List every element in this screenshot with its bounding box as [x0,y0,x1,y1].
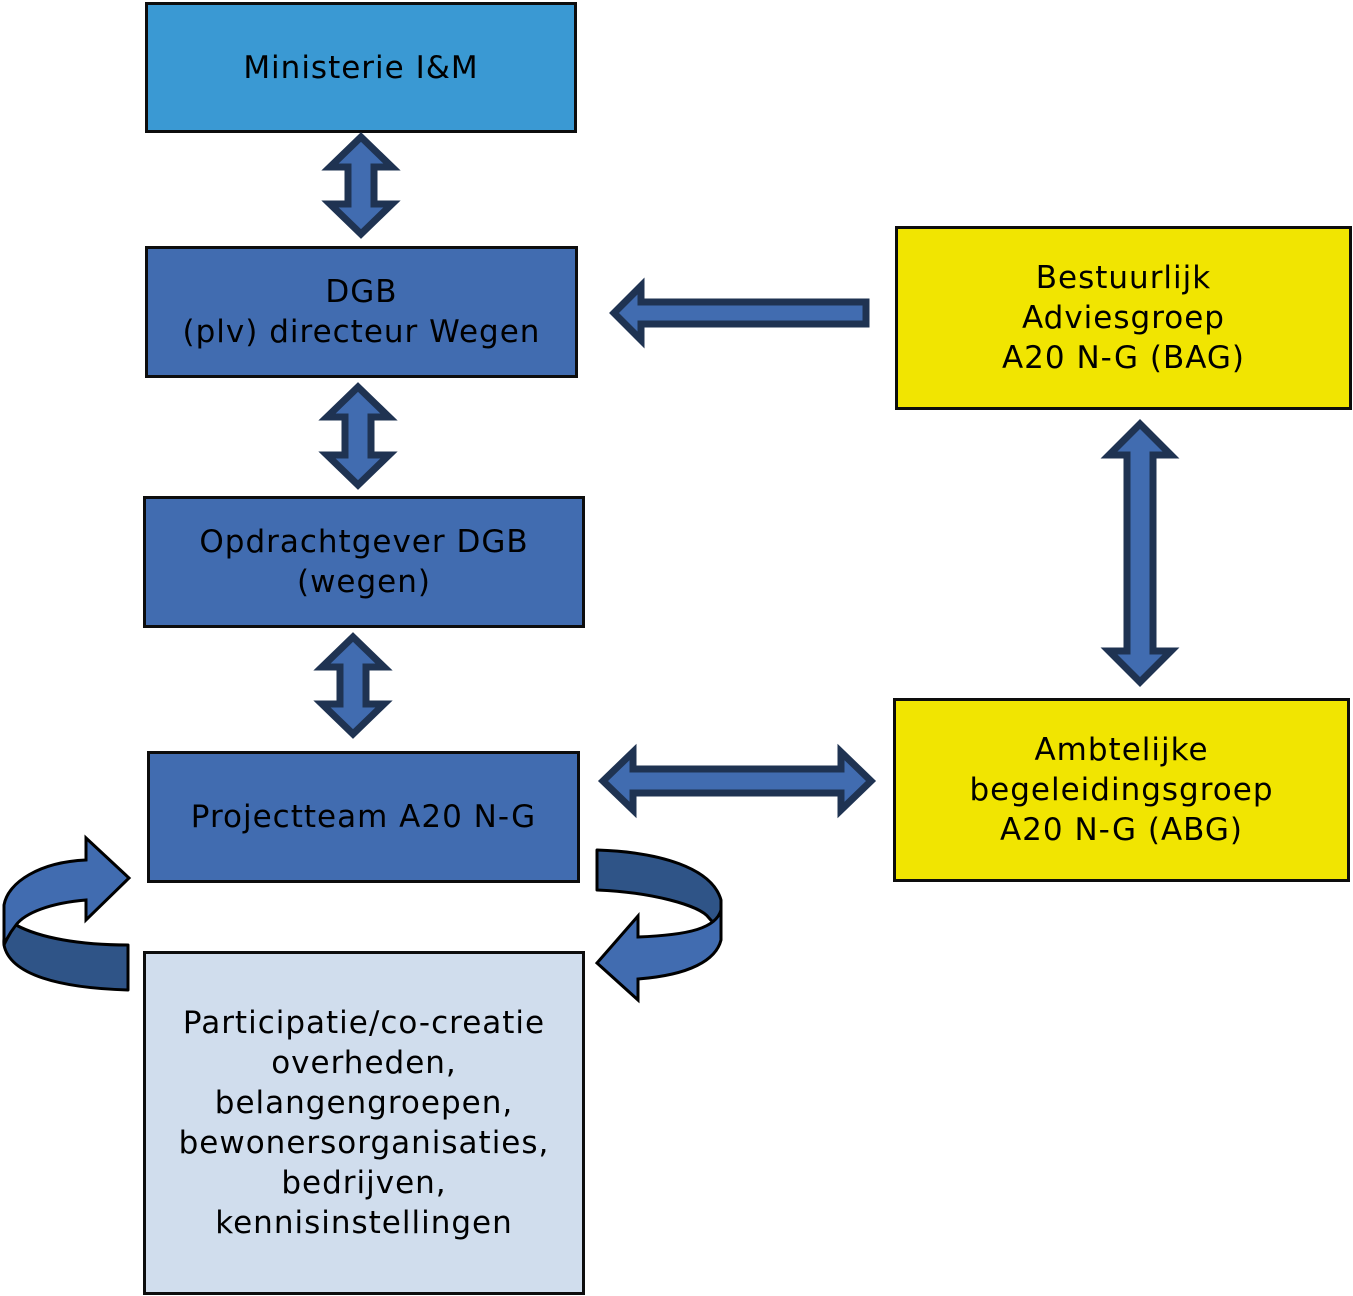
node-abg-label-line-3: A20 N-G (ABG) [999,812,1244,848]
node-bag-label-line-1: Bestuurlijk [1035,260,1212,296]
curved-arrow-back-band [595,848,723,928]
node-ambtelijke-begeleidingsgroep[interactable]: Ambtelijke begeleidingsgroep A20 N-G (AB… [893,698,1350,882]
curved-arrow-left-icon [2,834,132,946]
node-participatie-label-line-4: bewonersorganisaties, [178,1125,550,1161]
curved-arrow-right-icon [594,909,723,1004]
node-projectteam[interactable]: Projectteam A20 N-G [147,751,580,883]
node-opdrachtgever-label-line-2: (wegen) [296,564,431,600]
edge-dgb-opdrachtgever [318,382,398,490]
edge-bag-abg [1100,419,1180,687]
node-dgb-label-line-1: DGB [325,274,398,310]
node-projectteam-label: Projectteam A20 N-G [190,799,537,835]
node-participatie-label-line-1: Participatie/co-creatie [182,1005,546,1041]
node-bag-label-line-2: Adviesgroep [1022,300,1225,336]
double-arrow-vertical-icon [313,632,393,739]
double-arrow-vertical-icon [321,132,401,239]
node-bag-label-line-3: A20 N-G (BAG) [1001,340,1246,376]
double-arrow-vertical-icon [1100,419,1180,687]
node-participatie-label-line-6: kennisinstellingen [215,1205,513,1241]
edge-bag-dgb [609,277,870,349]
edge-opdrachtgever-projectteam [313,632,393,739]
edge-projectteam-abg [597,743,877,819]
node-opdrachtgever[interactable]: Opdrachtgever DGB (wegen) [143,496,585,628]
node-participatie[interactable]: Participatie/co-creatie overheden, belan… [143,951,585,1295]
node-participatie-label-line-2: overheden, [271,1045,457,1081]
double-arrow-horizontal-icon [597,743,877,819]
node-opdrachtgever-label-line-1: Opdrachtgever DGB [199,524,529,560]
edge-projectteam-participatie [594,848,723,1004]
double-arrow-vertical-icon [318,382,398,490]
curved-arrow-back-band [2,923,130,992]
node-participatie-label-line-5: bedrijven, [281,1165,447,1201]
node-participatie-label-line-3: belangengroepen, [214,1085,514,1121]
node-dgb-directeur-wegen[interactable]: DGB (plv) directeur Wegen [145,246,578,378]
node-abg-label-line-2: begeleidingsgroep [969,772,1274,808]
node-ministerie-label: Ministerie I&M [243,49,479,86]
edge-participatie-projectteam [2,834,132,992]
edge-ministerie-dgb [321,132,401,239]
arrow-left-icon [609,277,870,349]
node-bestuurlijk-adviesgroep[interactable]: Bestuurlijk Adviesgroep A20 N-G (BAG) [895,226,1352,410]
node-ministerie[interactable]: Ministerie I&M [145,2,577,133]
node-abg-label-line-1: Ambtelijke [1034,732,1209,768]
node-dgb-label-line-2: (plv) directeur Wegen [182,314,541,350]
